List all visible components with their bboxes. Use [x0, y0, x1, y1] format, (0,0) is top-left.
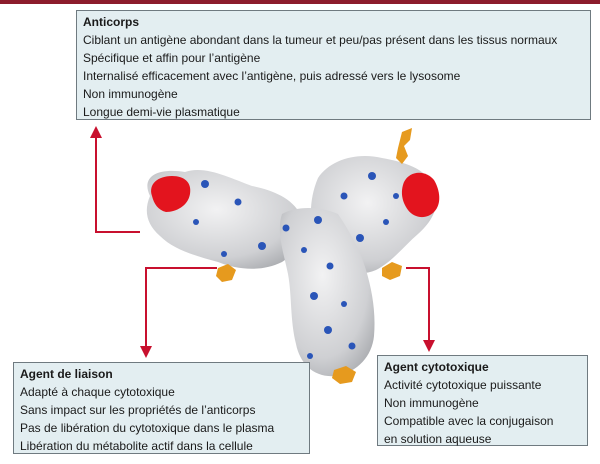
linker-right — [382, 262, 402, 280]
antigen-binding-sites — [151, 172, 440, 218]
residue — [301, 247, 307, 253]
agent-cytotoxique-title: Agent cytotoxique — [384, 360, 489, 374]
anticorps-item: Ciblant un antigène abondant dans la tum… — [83, 33, 558, 47]
agent-liaison-item: Adapté à chaque cytotoxique — [20, 385, 175, 399]
agent-liaison-item: Sans impact sur les propriétés de l’anti… — [20, 403, 256, 417]
residue — [234, 198, 242, 206]
arrow-to-agent-liaison — [140, 267, 217, 358]
anticorps-title: Anticorps — [83, 15, 140, 29]
lysine-residues — [193, 172, 399, 359]
residue — [356, 234, 364, 242]
agent-cytotoxique-item: en solution aqueuse — [384, 432, 492, 446]
agent-cytotoxique-box: Agent cytotoxique Activité cytotoxique p… — [377, 355, 588, 446]
arrow-to-agent-cytotoxique — [406, 267, 435, 352]
residue — [368, 172, 376, 180]
residue — [314, 216, 322, 224]
residue — [393, 193, 399, 199]
linker-bottom — [332, 366, 356, 384]
binding-site-right — [401, 172, 440, 218]
anticorps-item: Non immunogène — [83, 87, 178, 101]
agent-liaison-item: Libération du métabolite actif dans la c… — [20, 439, 253, 453]
residue — [310, 292, 318, 300]
residue — [221, 251, 227, 257]
residue — [193, 219, 199, 225]
arrows — [90, 126, 435, 358]
residue — [282, 224, 290, 232]
agent-liaison-box: Agent de liaison Adapté à chaque cytotox… — [13, 362, 310, 454]
agent-cytotoxique-item: Compatible avec la conjugaison — [384, 414, 554, 428]
agent-liaison-item: Pas de libération du cytotoxique dans le… — [20, 421, 275, 435]
top-rule — [0, 0, 600, 4]
residue — [383, 219, 389, 225]
linker-top-right — [396, 128, 412, 164]
residue — [348, 342, 356, 350]
linker-sites — [216, 128, 412, 384]
arrow-to-anticorps — [90, 126, 140, 233]
residue — [307, 353, 313, 359]
residue — [324, 326, 332, 334]
agent-liaison-title: Agent de liaison — [20, 367, 113, 381]
residue — [340, 192, 348, 200]
residue — [326, 262, 334, 270]
linker-left — [216, 264, 236, 282]
agent-cytotoxique-item: Non immunogène — [384, 396, 479, 410]
agent-cytotoxique-item: Activité cytotoxique puissante — [384, 378, 542, 392]
anticorps-box: Anticorps Ciblant un antigène abondant d… — [76, 10, 591, 120]
anticorps-item: Internalisé efficacement avec l’antigène… — [83, 69, 461, 83]
residue — [258, 242, 266, 250]
residue — [341, 301, 347, 307]
anticorps-item: Longue demi-vie plasmatique — [83, 105, 240, 119]
residue — [201, 180, 209, 188]
binding-site-left — [151, 176, 191, 212]
anticorps-item: Spécifique et affin pour l’antigène — [83, 51, 261, 65]
